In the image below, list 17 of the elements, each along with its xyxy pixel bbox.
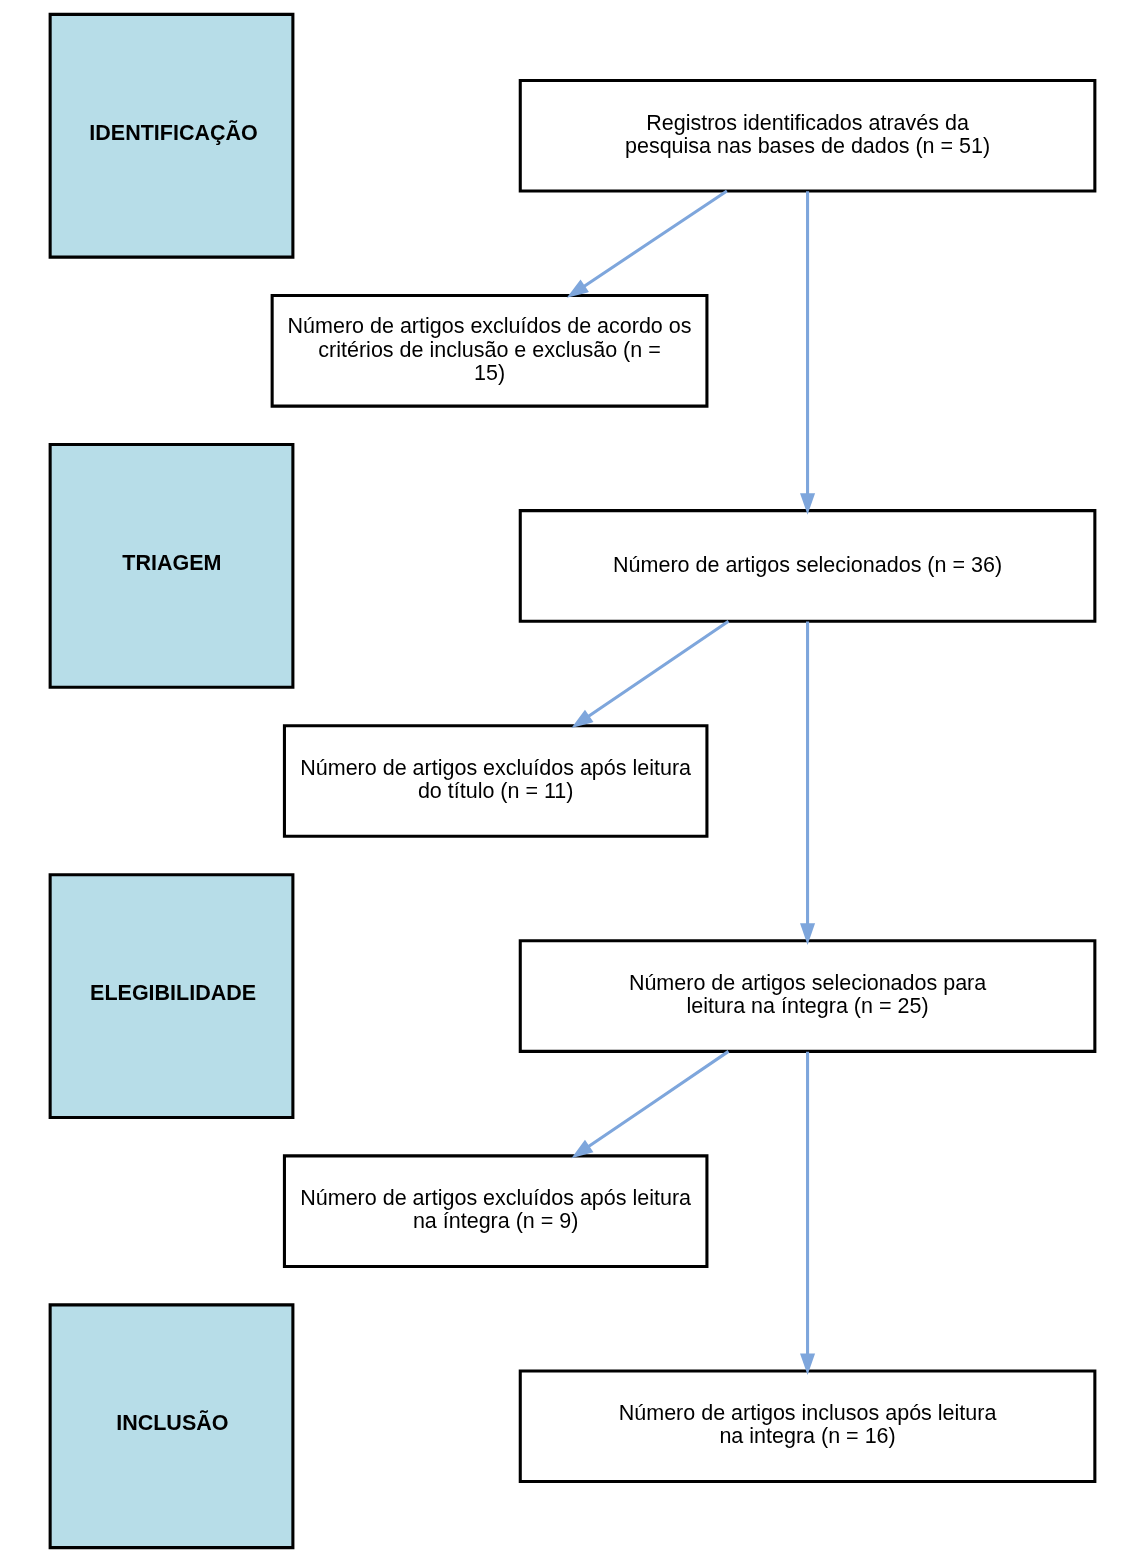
arrow xyxy=(566,189,728,298)
node-box: Número de artigos excluídos após leitura do título (n = 11) xyxy=(282,724,708,838)
node-box: ELEGIBILIDADE xyxy=(48,873,294,1119)
node-box: Número de artigos inclusos após leitura na integra (n = 16) xyxy=(518,1369,1096,1484)
arrow xyxy=(570,619,729,728)
node-box: INCLUSÃO xyxy=(48,1303,294,1550)
node-box: Registros identificados através da pesquisa nas bases de dados (n = 51) xyxy=(518,78,1096,193)
arrow xyxy=(799,1051,815,1376)
node-box: IDENTIFICAÇÃO xyxy=(48,12,294,259)
node-box: Número de artigos excluídos após leitura na íntegra (n = 9) xyxy=(282,1154,708,1268)
arrow xyxy=(799,191,815,515)
node-box: Número de artigos selecionados (n = 36) xyxy=(518,509,1096,623)
node-box: Número de artigos selecionados para leitura na íntegra (n = 25) xyxy=(518,939,1096,1053)
node-box: Número de artigos excluídos de acordo os critérios de inclusão e exclusão (n = 15) xyxy=(270,294,708,408)
node-box: TRIAGEM xyxy=(48,443,294,689)
arrow xyxy=(799,621,815,945)
arrow xyxy=(570,1050,729,1159)
